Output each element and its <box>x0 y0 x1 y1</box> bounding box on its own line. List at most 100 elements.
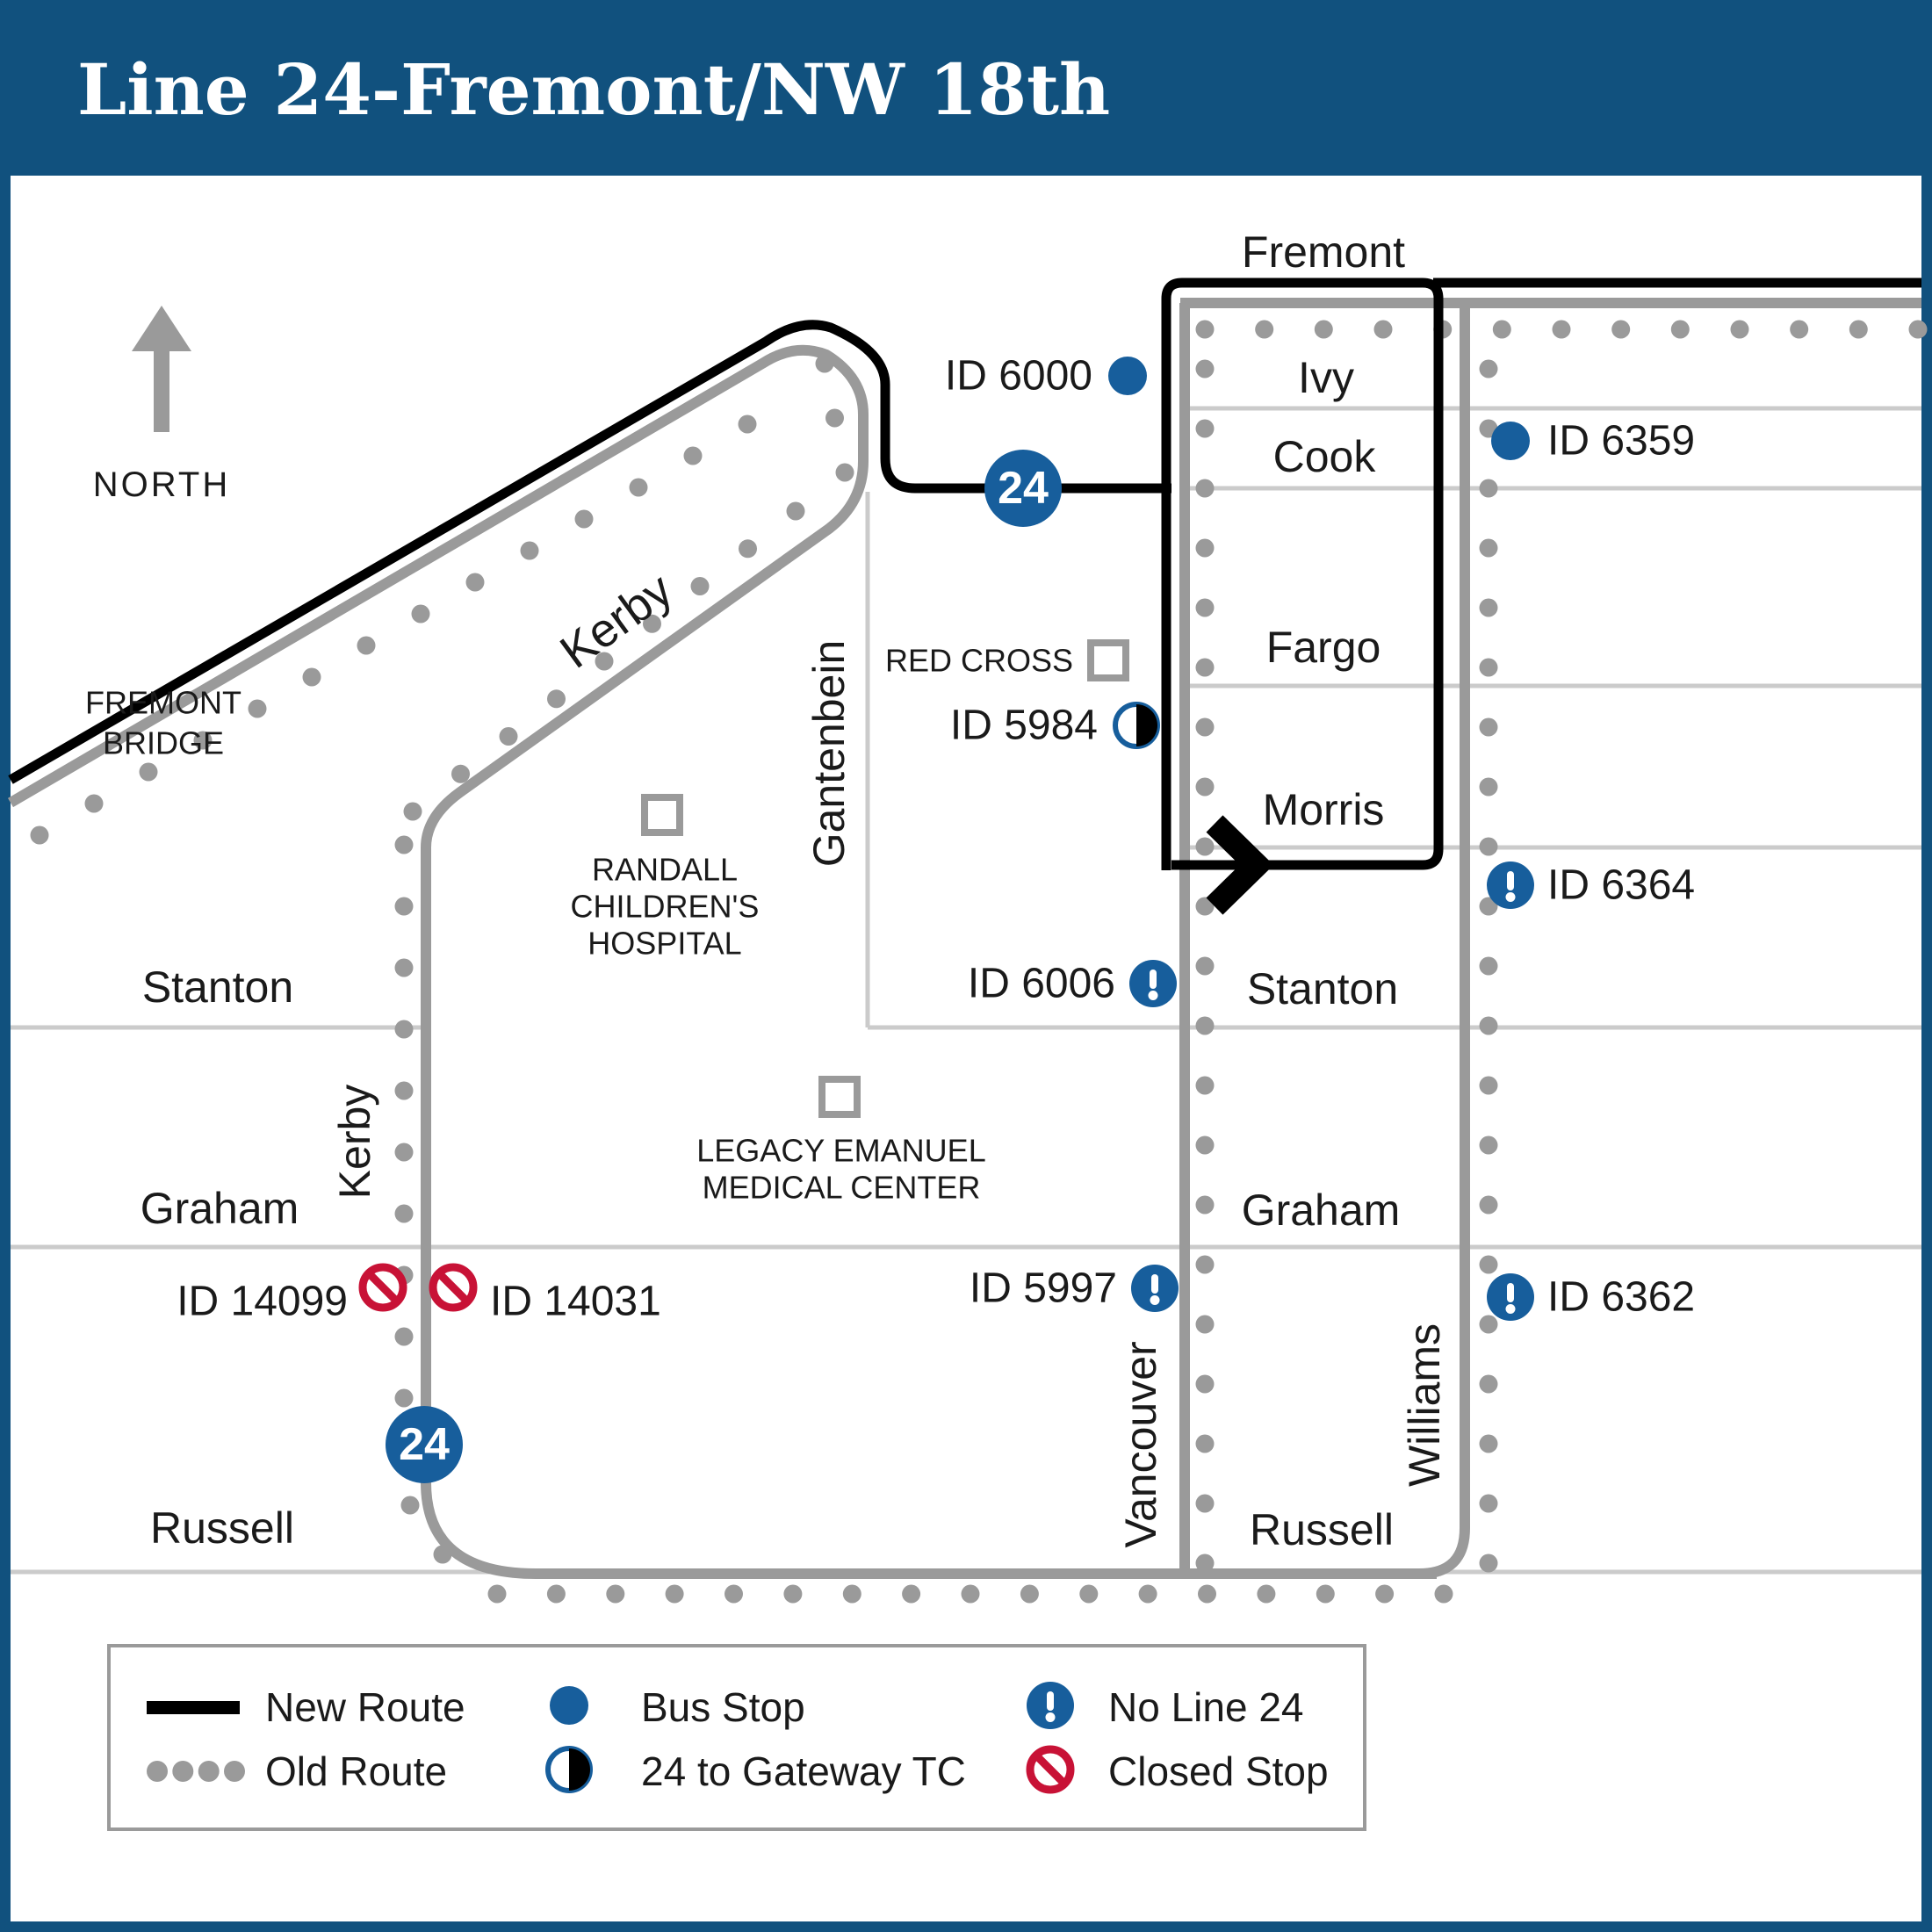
old-route-dot <box>394 1327 414 1346</box>
old-route-dot <box>665 1584 684 1604</box>
old-route-dot <box>1373 320 1393 339</box>
red-cross-label: RED CROSS <box>885 643 1073 679</box>
stop-label: ID 14031 <box>490 1279 661 1325</box>
legend: New Route Old Route Bus Stop 24 to Gatew… <box>107 1644 1366 1831</box>
old-route-dot <box>739 539 757 559</box>
stop-label: ID 5984 <box>950 703 1098 749</box>
old-route-dot <box>1479 1255 1498 1274</box>
header: Line 24-Fremont/NW 18th <box>0 0 1932 176</box>
old-route-dot <box>1479 1434 1498 1453</box>
old-route-dot <box>1479 777 1498 797</box>
old-route-dot <box>357 636 376 655</box>
no-line-24-icon <box>1131 1265 1179 1312</box>
route-badge-number: 24 <box>998 463 1049 514</box>
route-direction-arrow-icon <box>1206 815 1274 915</box>
bus-stop-icon <box>1108 357 1147 395</box>
stop-label: ID 6359 <box>1547 418 1695 465</box>
old-route-dot <box>643 614 661 633</box>
legend-bus-stop-icon <box>550 1686 588 1725</box>
gateway-stop-icon <box>1115 704 1157 746</box>
stop-label: ID 6006 <box>968 961 1115 1007</box>
legend-new-route-label: New Route <box>265 1684 465 1730</box>
old-route-dot <box>786 501 805 521</box>
dots-fremont <box>1195 320 1928 339</box>
old-route-dot <box>433 1545 452 1564</box>
street-label-russell-east: Russell <box>1250 1505 1394 1554</box>
old-route-dot <box>1479 1016 1498 1035</box>
old-route-dot <box>1195 1494 1215 1513</box>
old-route-dot <box>394 1204 414 1223</box>
old-route-dot <box>902 1584 921 1604</box>
street-label-gantenbein: Gantenbein <box>804 640 854 868</box>
old-route-dot <box>499 727 518 746</box>
fremont-bridge-label-line1: FREMONT <box>85 685 242 721</box>
legacy-label-line2: MEDICAL CENTER <box>703 1170 981 1206</box>
street-label-fargo: Fargo <box>1266 623 1381 672</box>
old-route-dot <box>724 1584 743 1604</box>
street-label-russell-west: Russell <box>150 1503 294 1553</box>
old-route-dot <box>1314 320 1333 339</box>
old-route-dot <box>394 897 414 916</box>
old-route-dot <box>1670 320 1690 339</box>
stops: ID 6000 ID 6359 ID 5984 ID 6006 ID 6364 … <box>177 353 1695 1325</box>
stop-id-6359: ID 6359 <box>1491 418 1695 465</box>
old-route-dot <box>1195 1135 1215 1155</box>
old-route-dot <box>394 1143 414 1162</box>
dots-bridge-apex <box>815 354 854 482</box>
old-route-dot <box>1479 658 1498 677</box>
legend-gateway-label: 24 to Gateway TC <box>641 1748 966 1794</box>
old-route-dot <box>1195 658 1215 677</box>
legend-no-line-24-label: No Line 24 <box>1108 1684 1304 1730</box>
old-route-dot <box>1479 897 1498 916</box>
stop-label: ID 6000 <box>945 353 1092 400</box>
dots-kerby-vertical <box>394 835 414 1408</box>
old-route-dot <box>1195 598 1215 617</box>
old-route-dot <box>84 794 104 813</box>
stop-id-6000: ID 6000 <box>945 353 1147 400</box>
no-line-24-icon <box>1487 861 1534 909</box>
legend-closed-stop-label: Closed Stop <box>1108 1748 1329 1794</box>
old-route-dot <box>1375 1584 1395 1604</box>
legacy-label-line1: LEGACY EMANUEL <box>696 1133 985 1169</box>
old-route-dot <box>147 1761 168 1782</box>
route-badge-circle <box>984 450 1062 527</box>
old-route-dot <box>1195 777 1215 797</box>
street-label-kerby-vertical: Kerby <box>330 1085 379 1200</box>
stop-id-5984: ID 5984 <box>950 703 1157 749</box>
old-route-dot <box>574 509 594 529</box>
old-route-dot <box>1195 717 1215 737</box>
old-route-dot <box>738 415 757 434</box>
old-route-dot <box>1479 538 1498 558</box>
old-route-dot <box>1020 1584 1039 1604</box>
stop-label: ID 6362 <box>1547 1274 1695 1321</box>
old-route-dot <box>1195 1255 1215 1274</box>
stop-id-14031: ID 14031 <box>433 1267 661 1325</box>
street-label-stanton-east: Stanton <box>1247 964 1398 1013</box>
old-route-dot <box>1479 1135 1498 1155</box>
stop-id-6006: ID 6006 <box>968 960 1177 1007</box>
dots-vancouver <box>1195 359 1215 1573</box>
old-route-dot <box>1195 1374 1215 1394</box>
header-bar <box>0 0 1932 176</box>
fremont-bridge-label-line2: BRIDGE <box>103 725 224 761</box>
old-route-dot <box>1195 1315 1215 1334</box>
old-route-dot <box>1257 1584 1276 1604</box>
old-route-dot <box>1195 1434 1215 1453</box>
old-route-dot <box>1849 320 1868 339</box>
red-cross-square-icon <box>1087 639 1129 681</box>
old-route-dot <box>465 573 485 592</box>
north-arrow-head-icon <box>132 306 191 351</box>
stop-label: ID 14099 <box>177 1279 348 1325</box>
old-route-dot <box>825 408 844 428</box>
old-route-dot <box>394 835 414 854</box>
old-route-dot <box>1195 837 1215 856</box>
old-route-dot <box>1479 1195 1498 1215</box>
landmark-labels: FREMONT BRIDGE RED CROSS RANDALL CHILDRE… <box>85 643 1073 1206</box>
north-label: NORTH <box>93 465 230 504</box>
old-route-dot <box>1255 320 1274 339</box>
legend-closed-stop-icon <box>1030 1749 1071 1790</box>
old-route-dot <box>842 1584 861 1604</box>
street-label-graham-east: Graham <box>1242 1186 1401 1235</box>
old-route-dot <box>1479 479 1498 498</box>
